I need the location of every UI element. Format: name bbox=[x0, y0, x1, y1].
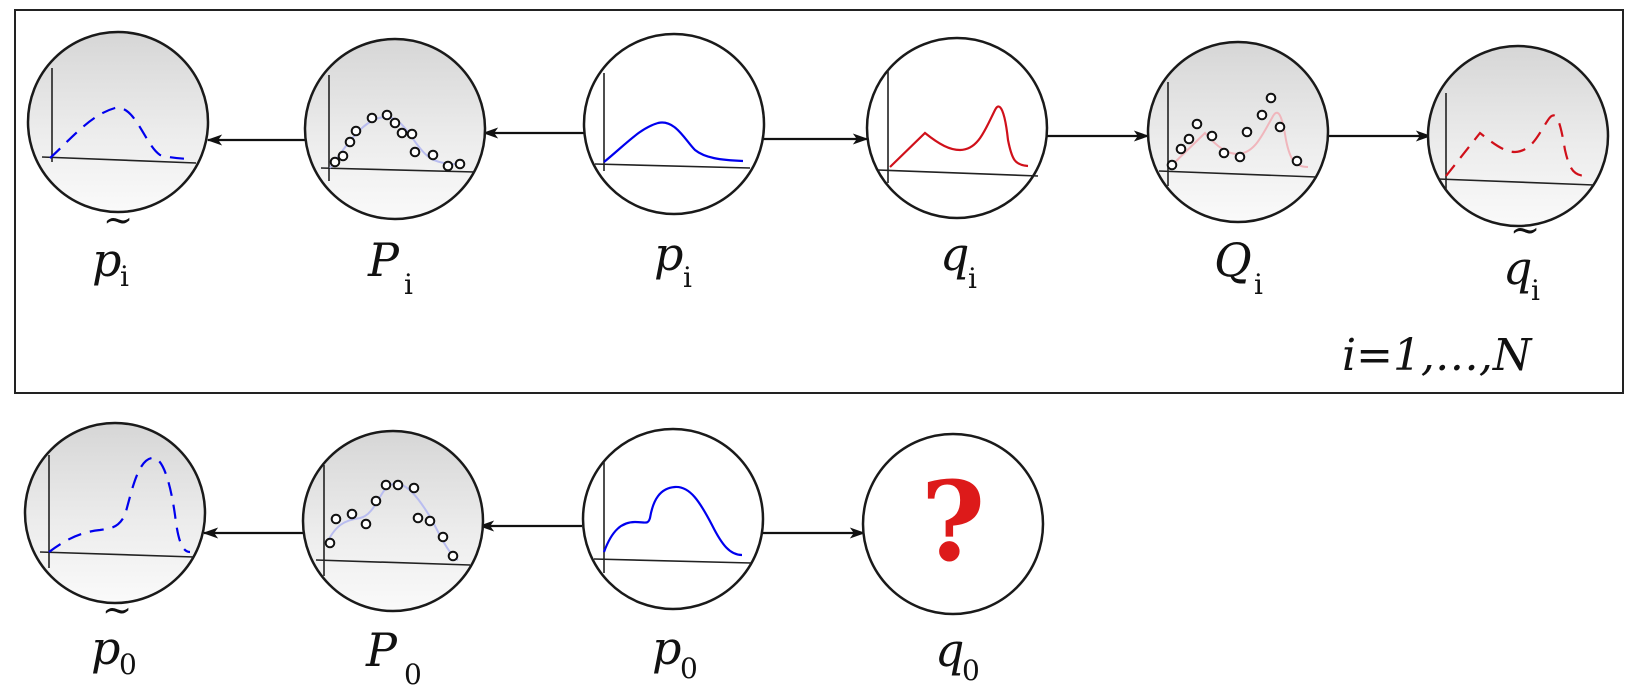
node-ptilde-i bbox=[26, 30, 210, 214]
svg-text:P: P bbox=[365, 623, 398, 677]
label-p0: p 0 bbox=[652, 621, 698, 685]
svg-text:p: p bbox=[652, 621, 681, 675]
label-P0: P 0 bbox=[365, 623, 422, 691]
svg-text:~: ~ bbox=[102, 590, 132, 631]
svg-text:q: q bbox=[935, 623, 964, 677]
iteration-box bbox=[14, 9, 1624, 394]
svg-text:Q: Q bbox=[1214, 233, 1252, 287]
label-ptilde-0: ~ p 0 bbox=[91, 590, 137, 681]
label-ptilde-i: ~ p i bbox=[92, 200, 133, 293]
label-pi: p i bbox=[654, 227, 692, 294]
node-Qi bbox=[1146, 40, 1330, 224]
node-q0: ? bbox=[861, 432, 1045, 616]
svg-text:~: ~ bbox=[103, 200, 133, 241]
svg-text:i: i bbox=[1531, 274, 1540, 307]
iteration-range-label: i=1,…,N bbox=[1342, 330, 1533, 381]
label-q0: q 0 bbox=[935, 623, 980, 687]
label-qtilde-i: ~ q i bbox=[1503, 210, 1540, 307]
svg-text:q: q bbox=[940, 227, 969, 281]
node-p0 bbox=[581, 427, 765, 611]
node-ptilde-0 bbox=[23, 421, 207, 605]
node-qtilde-i bbox=[1426, 44, 1610, 228]
node-Pi bbox=[303, 37, 487, 221]
svg-text:i: i bbox=[1254, 268, 1263, 301]
svg-text:P: P bbox=[367, 233, 400, 287]
svg-text:i: i bbox=[968, 262, 977, 295]
svg-text:i: i bbox=[120, 260, 129, 293]
svg-text:i: i bbox=[404, 268, 413, 301]
svg-text:q: q bbox=[1503, 241, 1532, 295]
svg-text:p: p bbox=[92, 233, 121, 287]
svg-text:p: p bbox=[654, 227, 683, 281]
label-Pi: P i bbox=[367, 233, 413, 301]
svg-text:~: ~ bbox=[1510, 210, 1540, 251]
svg-text:p: p bbox=[91, 621, 120, 675]
svg-text:0: 0 bbox=[680, 652, 698, 685]
svg-text:0: 0 bbox=[404, 658, 422, 691]
node-P0 bbox=[301, 429, 485, 613]
svg-text:0: 0 bbox=[119, 648, 137, 681]
node-pi bbox=[582, 32, 766, 216]
svg-text:i: i bbox=[683, 261, 692, 294]
node-qi bbox=[865, 36, 1049, 220]
svg-text:0: 0 bbox=[962, 654, 980, 687]
label-qi: q i bbox=[940, 227, 977, 295]
label-Qi: Q i bbox=[1214, 233, 1263, 301]
question-mark-icon: ? bbox=[921, 457, 985, 586]
